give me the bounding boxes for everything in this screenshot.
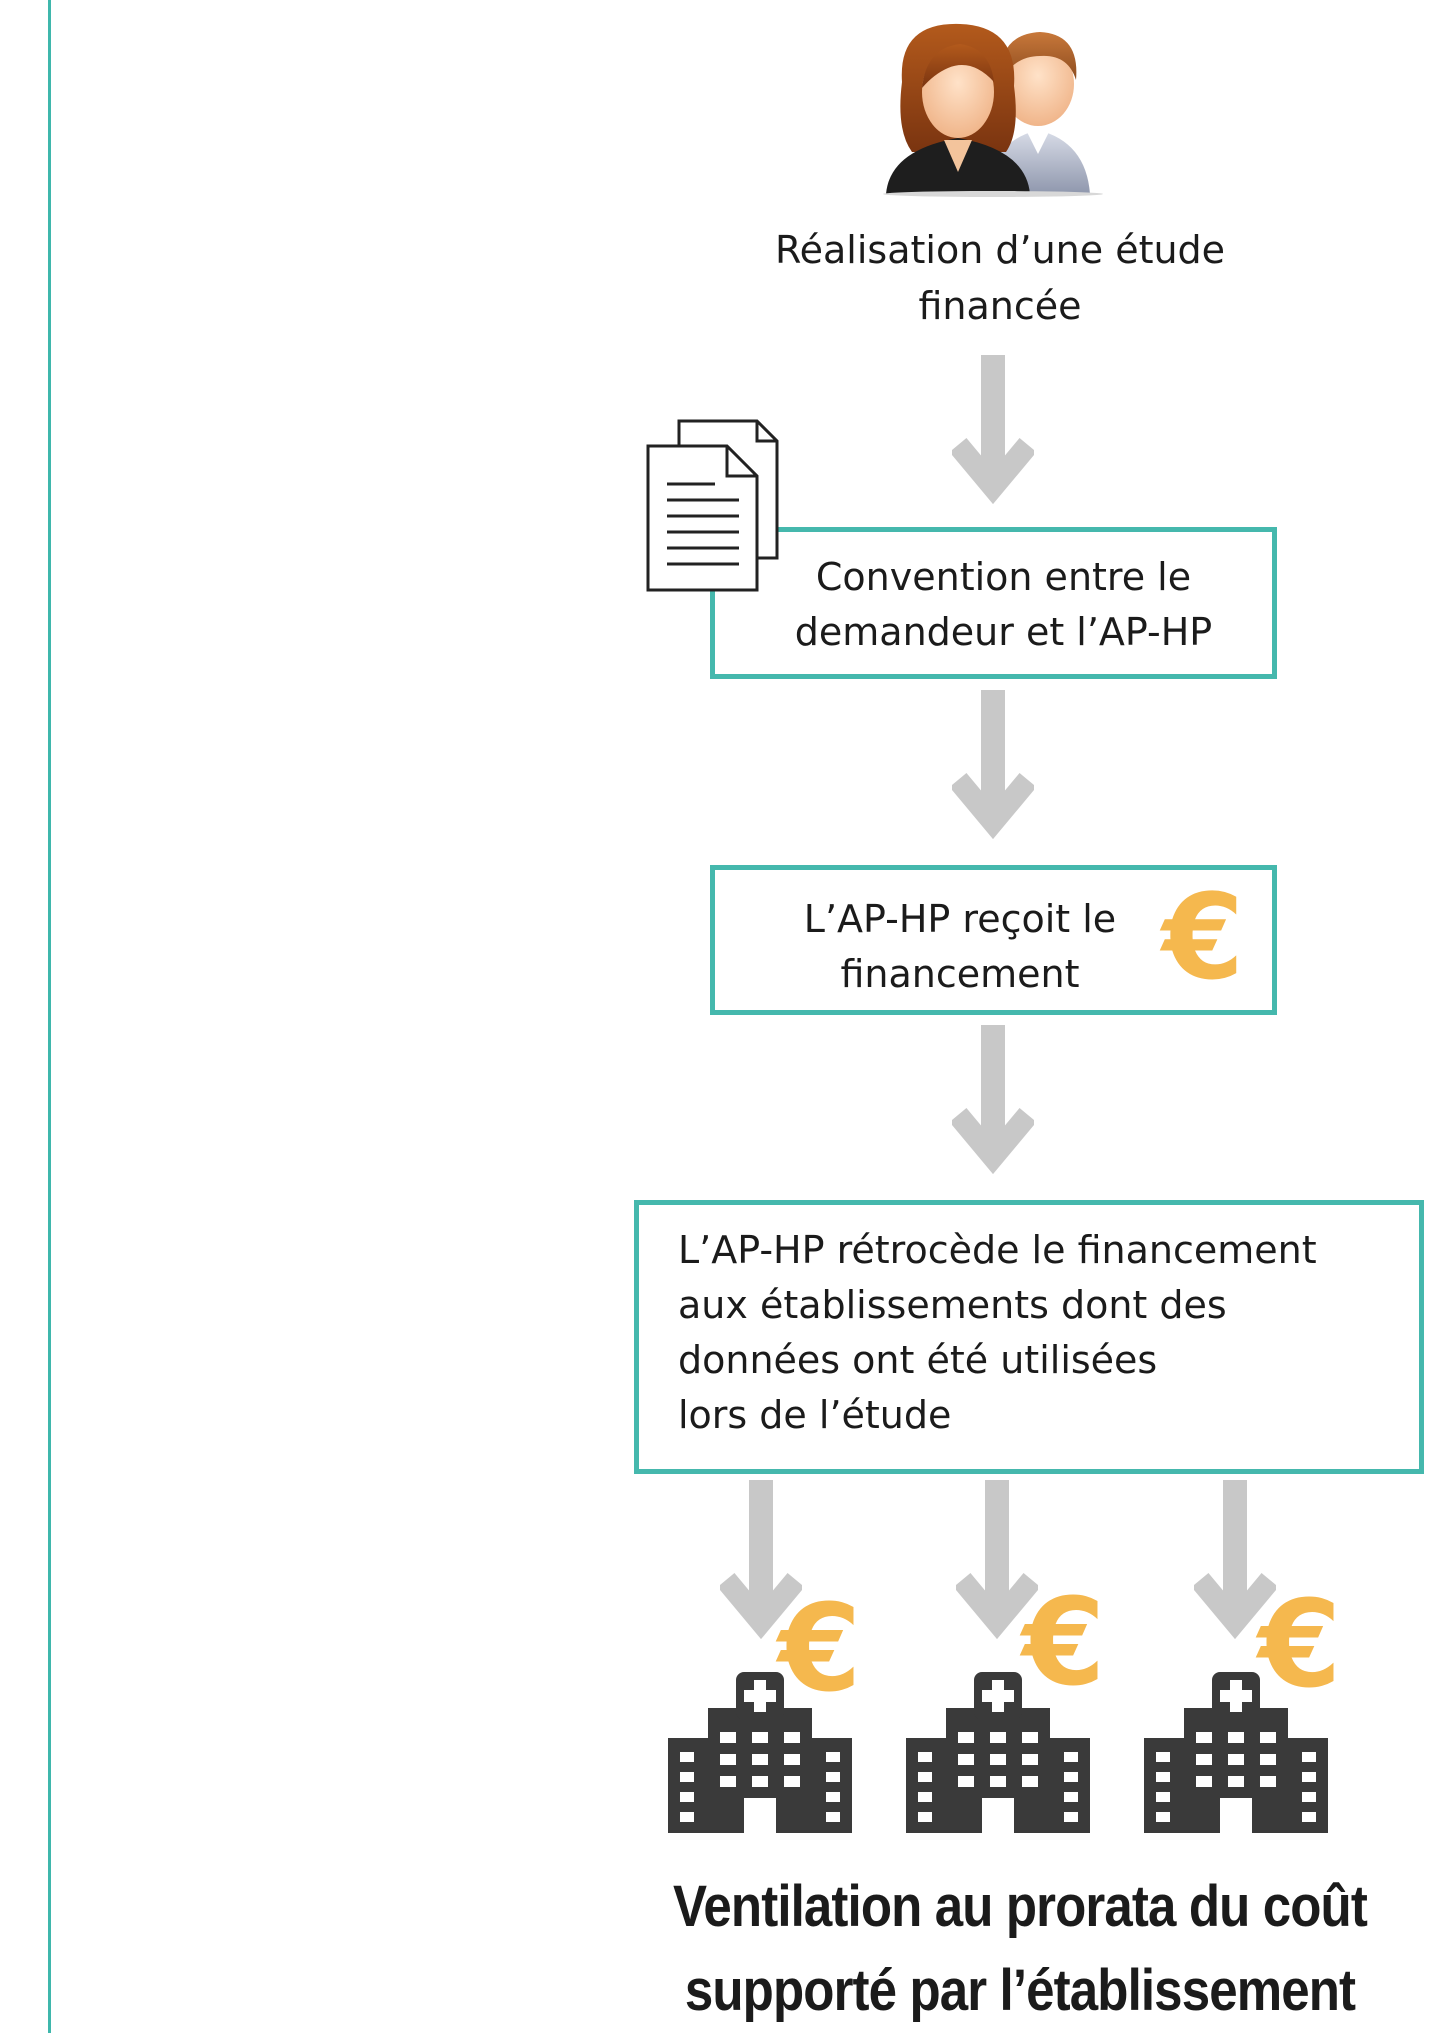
euro-icon: € [1162,868,1245,1006]
arrow-down-icon [1194,1480,1276,1640]
step-convention-box: Convention entre le demandeur et l’AP-HP [710,527,1277,679]
footer-caption: Ventilation au prorata du coût supporté … [642,1865,1399,2033]
step-financement-box: L’AP-HP reçoit le financement € [710,865,1277,1015]
step-financement-line1: L’AP-HP reçoit le [803,897,1117,941]
step-retrocession-line2: aux établissements dont des [678,1283,1227,1327]
step-retrocession-line4: lors de l’étude [678,1393,952,1437]
establishment-1: € [660,1480,880,1840]
step-retrocession-line1: L’AP-HP rétrocède le financement [678,1228,1317,1272]
establishment-3: € [1136,1480,1356,1840]
step-financement-line2: financement [840,952,1080,996]
arrow-down-icon [952,355,1034,520]
euro-icon: € [778,1580,862,1719]
euro-icon: € [1022,1574,1106,1713]
step-convention-line2: demandeur et l’AP-HP [794,610,1213,654]
footer-line1: Ventilation au prorata du coût [673,1874,1368,1939]
arrow-down-icon [952,690,1034,855]
establishments-row: € € [660,1480,1400,1840]
step-etude-caption: Réalisation d’une étude financée [690,222,1310,334]
left-divider-line [48,0,51,2033]
step-convention-line1: Convention entre le [815,555,1192,599]
arrow-down-icon [952,1025,1034,1190]
step-etude-line1: Réalisation d’une étude [774,228,1226,272]
step-etude-line2: financée [918,284,1082,328]
step-retrocession-box: L’AP-HP rétrocède le financement aux éta… [634,1200,1424,1474]
people-icon [868,12,1118,197]
establishment-2: € [898,1480,1118,1840]
arrow-down-icon [720,1480,802,1640]
footer-line2: supporté par l’établissement [684,1958,1356,2023]
step-retrocession-line3: données ont été utilisées [678,1338,1158,1382]
arrow-down-icon [956,1480,1038,1640]
hospital-icon [1144,1672,1328,1833]
document-icon [645,418,780,593]
hospital-icon [906,1672,1090,1833]
hospital-icon [668,1672,852,1833]
euro-icon: € [1258,1576,1342,1715]
